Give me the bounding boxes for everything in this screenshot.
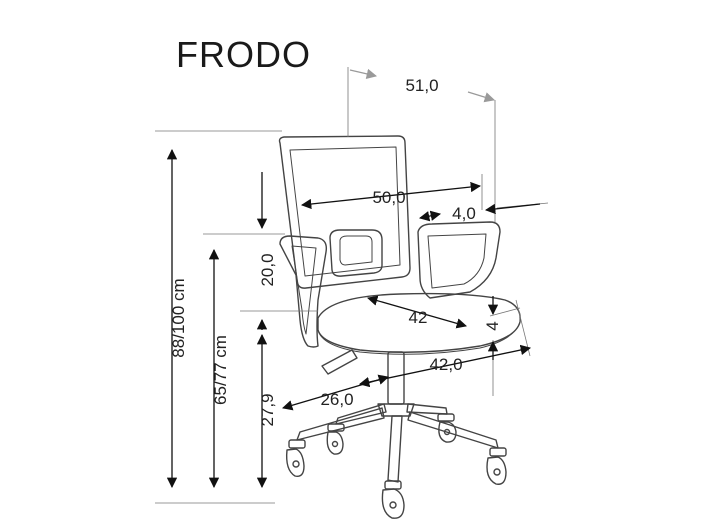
base-leg-front — [387, 415, 403, 483]
backrest-height-label: 20,0 — [258, 253, 277, 286]
depth-arrow-left — [349, 68, 378, 79]
lumbar-pad-inner — [339, 235, 373, 266]
seat-height-label: 65/77 cm — [211, 335, 230, 405]
depth-label: 51,0 — [405, 76, 438, 95]
armrest-offset-label: 4,0 — [452, 204, 476, 223]
lower-height-label: 27,9 — [258, 393, 277, 426]
seat-depth-label: 42 — [409, 308, 428, 327]
lift-lever — [321, 349, 358, 375]
width-arrow — [300, 181, 482, 210]
backrest-inner — [289, 146, 401, 277]
product-title: FRODO — [176, 34, 311, 75]
lumbar-pad — [329, 229, 383, 277]
base-leg-right — [407, 411, 499, 449]
base-radius-label: 26,0 — [320, 390, 353, 409]
depth-arrow-right — [467, 91, 495, 103]
caster-right — [486, 447, 507, 485]
caster-front — [381, 480, 405, 519]
caster-back-right — [437, 413, 457, 443]
seat-width-label: 42,0 — [429, 355, 462, 374]
width-label: 50,0 — [372, 188, 405, 207]
left-armrest — [279, 235, 328, 348]
total-height-label: 88/100 cm — [169, 278, 188, 357]
armrest-offset-arrow-right — [484, 203, 541, 215]
other-dimensions — [282, 68, 541, 411]
right-armrest — [417, 221, 501, 299]
vertical-dimensions — [166, 148, 268, 489]
armrest-offset-arrow-left — [418, 210, 442, 222]
backrest — [278, 135, 411, 289]
caster-back-left — [326, 423, 345, 455]
caster-left — [285, 439, 306, 477]
base-hub — [377, 403, 415, 417]
dimension-labels: 88/100 cm 65/77 cm 20,0 27,9 51,0 50,0 4… — [169, 76, 502, 427]
seat-depth-arrow — [367, 295, 467, 329]
right-armrest-inner — [427, 233, 487, 289]
seat-thickness-label: 4 — [483, 321, 502, 330]
left-armrest-inner — [291, 245, 317, 335]
base-radius-arrow — [282, 374, 389, 411]
